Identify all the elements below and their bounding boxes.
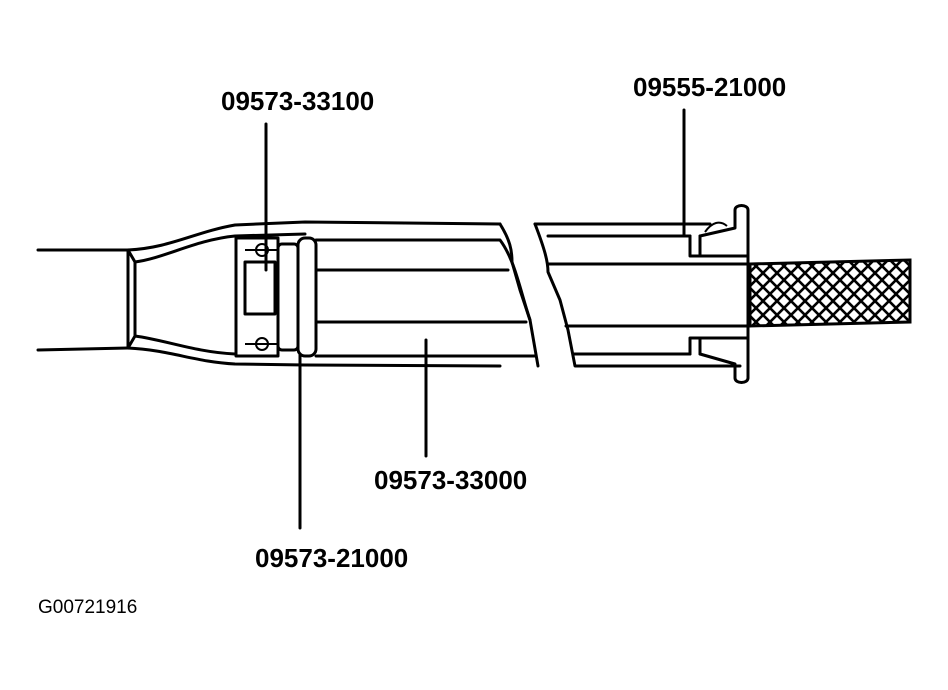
part-label-09573-33100: 09573-33100: [221, 86, 375, 116]
knurled-handle: [748, 258, 912, 328]
figure-id: G00721916: [38, 597, 138, 618]
flange-collar: [688, 204, 750, 384]
axle-shaft-right: [533, 222, 752, 368]
part-label-09573-33000: 09573-33000: [374, 465, 528, 495]
housing-tube: [36, 220, 502, 368]
bearing-assembly: [234, 236, 318, 358]
axle-shaft-middle: [314, 222, 540, 368]
part-label-09573-21000: 09573-21000: [255, 543, 409, 573]
part-label-09555-21000: 09555-21000: [633, 72, 787, 102]
